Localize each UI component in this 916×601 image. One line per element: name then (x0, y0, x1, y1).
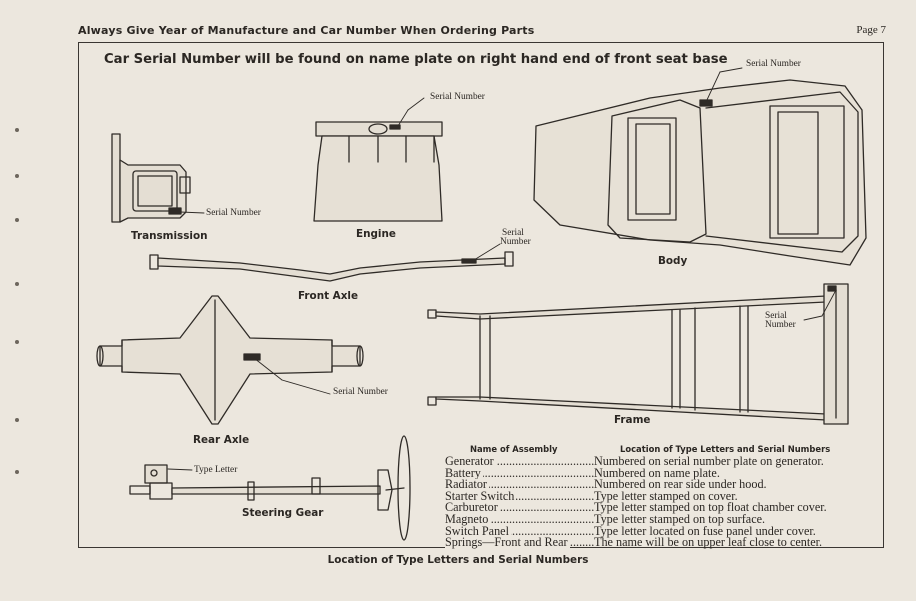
binding-hole (15, 218, 19, 222)
callout-transmission: Serial Number (206, 208, 261, 218)
label-body: Body (658, 255, 688, 267)
assembly-table: Generator Numbered on serial number plate… (445, 454, 857, 550)
label-steering-gear: Steering Gear (242, 507, 324, 519)
binding-hole (15, 282, 19, 286)
frame-drawing (427, 283, 849, 425)
callout-frame-2: Number (765, 320, 796, 330)
table-row: Generator Numbered on serial number plate… (445, 454, 857, 468)
assembly-location: Numbered on serial number plate on gener… (594, 454, 824, 468)
table-row: Magneto Type letter stamped on top surfac… (445, 511, 857, 526)
label-transmission: Transmission (131, 230, 208, 242)
transmission-drawing (111, 133, 191, 223)
callout-engine: Serial Number (430, 92, 485, 102)
body-drawing (533, 79, 867, 266)
front-axle-drawing (149, 251, 514, 282)
table-header-assembly: Name of Assembly (470, 444, 558, 454)
assembly-location: The name will be on upper leaf close to … (594, 535, 823, 550)
table-row: Carburetor Type letter stamped on top flo… (445, 500, 857, 515)
binding-hole (15, 470, 19, 474)
header-notice: Always Give Year of Manufacture and Car … (78, 24, 535, 37)
page-header: Always Give Year of Manufacture and Car … (78, 24, 886, 40)
binding-hole (15, 340, 19, 344)
label-frame: Frame (614, 414, 651, 426)
rear-axle-drawing (96, 295, 364, 425)
assembly-name: Switch Panel (445, 525, 511, 538)
callout-body: Serial Number (746, 59, 801, 69)
table-row: Radiator Numbered on rear side under hood… (445, 477, 857, 492)
binding-hole (15, 174, 19, 178)
callout-frame-1: Serial (765, 311, 787, 321)
assembly-location: Numbered on rear side under hood. (594, 477, 767, 492)
callout-front-axle-1: Serial (502, 228, 524, 238)
callout-leaders (167, 67, 837, 471)
table-row: Springs—Front and Rear The name will be o… (445, 535, 857, 550)
assembly-location: Type letter stamped on top float chamber… (594, 500, 827, 515)
assembly-location: Type letter stamped on cover. (594, 488, 738, 503)
page-number: Page 7 (856, 24, 886, 36)
label-front-axle: Front Axle (298, 290, 359, 302)
callout-rear-axle: Serial Number (333, 387, 388, 397)
assembly-name: Radiator (445, 479, 489, 491)
assembly-location: Numbered on name plate. (594, 465, 720, 480)
table-row: Starter Switch Type letter stamped on cov… (445, 488, 857, 503)
label-engine: Engine (356, 228, 396, 240)
assembly-name: Carburetor (445, 502, 500, 514)
binding-hole (15, 128, 19, 132)
assembly-name: Battery (445, 467, 483, 480)
page-title: Car Serial Number will be found on name … (104, 52, 728, 67)
assembly-location: Type letter located on fuse panel under … (594, 523, 816, 538)
table-header-location: Location of Type Letters and Serial Numb… (620, 444, 831, 454)
callout-steering-gear: Type Letter (194, 465, 238, 475)
label-rear-axle: Rear Axle (193, 434, 250, 446)
callout-front-axle-2: Number (500, 237, 531, 247)
steering-gear-drawing (129, 435, 411, 541)
table-row: Battery Numbered on name plate. (445, 465, 857, 480)
assembly-name: Generator (445, 456, 496, 468)
figure-caption: Location of Type Letters and Serial Numb… (327, 554, 589, 566)
assembly-name: Starter Switch (445, 490, 517, 503)
engine-drawing (313, 121, 443, 222)
binding-hole (15, 418, 19, 422)
table-row: Switch Panel Type letter located on fuse … (445, 523, 857, 538)
assembly-name: Springs—Front and Rear (445, 537, 570, 549)
assembly-name: Magneto (445, 513, 491, 526)
assembly-location: Type letter stamped on top surface. (594, 511, 766, 526)
